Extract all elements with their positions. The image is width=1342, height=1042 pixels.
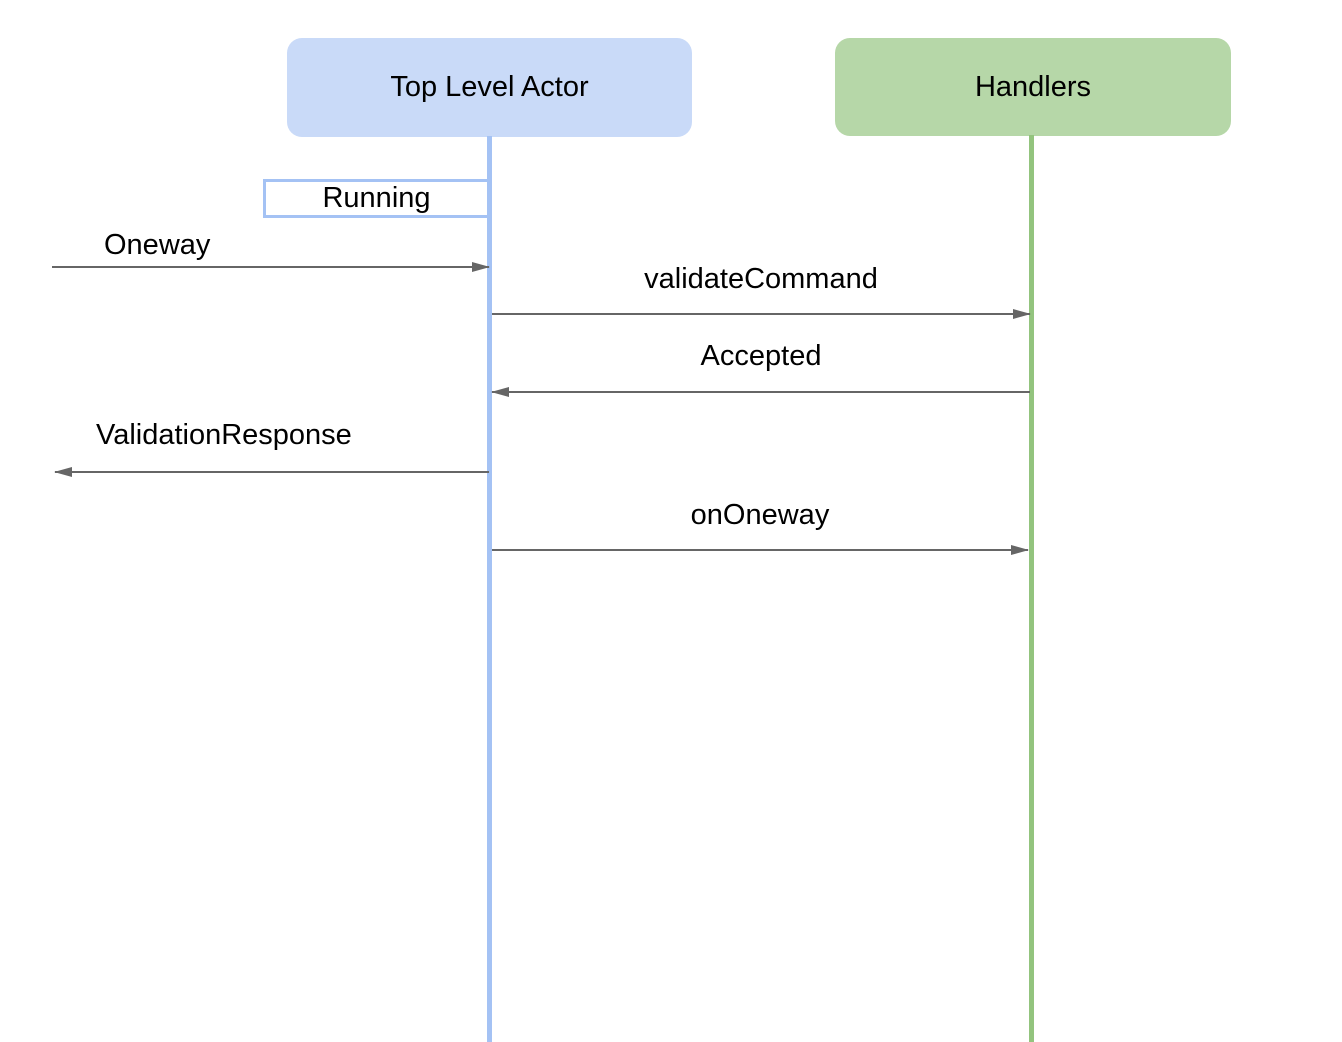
message-arrow-validatecommand: [492, 309, 1031, 319]
arrowhead-right-icon: [1011, 545, 1029, 555]
activation-box-running: Running: [263, 179, 490, 218]
message-label-ononeway: onOneway: [690, 499, 830, 531]
message-arrow-oneway: [52, 262, 490, 272]
message-label-validationresponse: ValidationResponse: [96, 419, 352, 451]
activation-label: Running: [322, 182, 431, 214]
message-arrow-ononeway: [492, 545, 1029, 555]
actor-label-handlers: Handlers: [974, 70, 1092, 103]
actor-label-top-level-actor: Top Level Actor: [390, 71, 589, 103]
lifeline-handlers: [1029, 135, 1034, 1042]
message-arrow-validationresponse: [54, 467, 489, 477]
actor-box-handlers: Handlers: [835, 38, 1231, 136]
message-label-validatecommand: validateCommand: [644, 263, 878, 295]
arrowhead-right-icon: [1013, 309, 1031, 319]
message-label-accepted: Accepted: [700, 340, 822, 372]
actor-box-top-level-actor: Top Level Actor: [287, 38, 692, 137]
message-label-oneway: Oneway: [104, 229, 211, 261]
arrowhead-left-icon: [491, 387, 509, 397]
arrowhead-right-icon: [472, 262, 490, 272]
message-arrow-accepted: [491, 387, 1030, 397]
lifeline-top-level-actor: [487, 136, 492, 1042]
arrowhead-left-icon: [54, 467, 72, 477]
